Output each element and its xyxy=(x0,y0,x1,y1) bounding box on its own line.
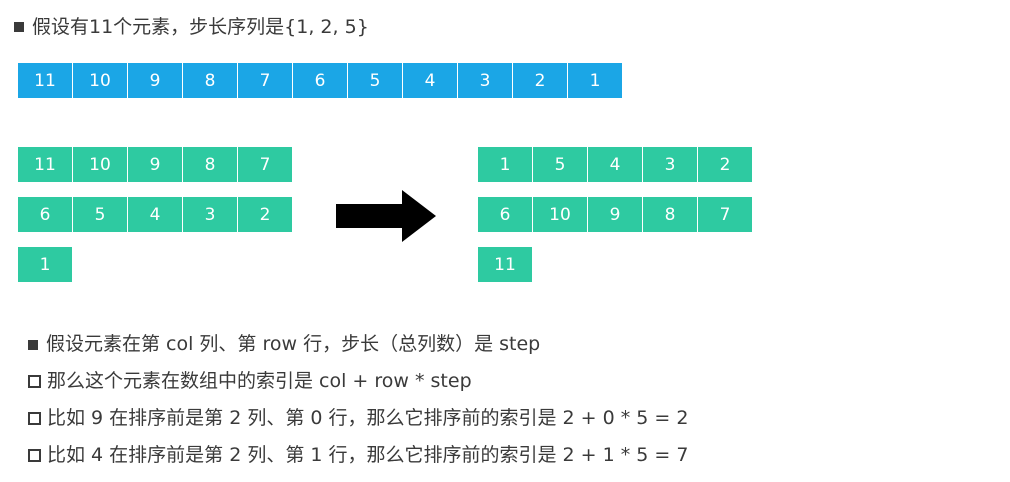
grid-cell: 4 xyxy=(128,197,182,232)
right-arrow-icon xyxy=(336,190,436,242)
bullet-hollow-square-icon xyxy=(28,375,41,388)
before-row-1: 6 5 4 3 2 xyxy=(18,197,293,232)
grid-cell: 3 xyxy=(643,147,697,182)
sequence-cell: 10 xyxy=(73,63,127,98)
sequence-cell: 7 xyxy=(238,63,292,98)
sequence-cell: 4 xyxy=(403,63,457,98)
sequence-cell: 2 xyxy=(513,63,567,98)
grid-cell: 3 xyxy=(183,197,237,232)
sequence-cell: 5 xyxy=(348,63,402,98)
grid-cell: 5 xyxy=(73,197,127,232)
note-text: 比如 4 在排序前是第 2 列、第 1 行，那么它排序前的索引是 2 + 1 *… xyxy=(47,444,689,466)
grid-cell: 7 xyxy=(698,197,752,232)
sequence-cell: 9 xyxy=(128,63,182,98)
grid-cell: 4 xyxy=(588,147,642,182)
grid-cell: 9 xyxy=(588,197,642,232)
sequence-cell: 8 xyxy=(183,63,237,98)
after-row-0: 1 5 4 3 2 xyxy=(478,147,753,182)
grid-cell: 10 xyxy=(73,147,127,182)
grid-cell: 1 xyxy=(18,247,72,282)
before-row-0: 11 10 9 8 7 xyxy=(18,147,293,182)
note-item: 比如 9 在排序前是第 2 列、第 0 行，那么它排序前的索引是 2 + 0 *… xyxy=(28,400,688,437)
note-item: 那么这个元素在数组中的索引是 col + row * step xyxy=(28,363,688,400)
note-item: 假设元素在第 col 列、第 row 行，步长（总列数）是 step xyxy=(28,326,688,363)
sequence-cell: 1 xyxy=(568,63,622,98)
grid-cell: 10 xyxy=(533,197,587,232)
note-text: 比如 9 在排序前是第 2 列、第 0 行，那么它排序前的索引是 2 + 0 *… xyxy=(47,407,689,429)
note-text: 假设元素在第 col 列、第 row 行，步长（总列数）是 step xyxy=(46,333,541,355)
grid-cell: 6 xyxy=(478,197,532,232)
grid-cell: 7 xyxy=(238,147,292,182)
grid-cell: 6 xyxy=(18,197,72,232)
after-row-2: 11 xyxy=(478,247,533,282)
after-row-1: 6 10 9 8 7 xyxy=(478,197,753,232)
bullet-hollow-square-icon xyxy=(28,449,41,462)
page-title: 假设有11个元素，步长序列是{1, 2, 5} xyxy=(14,14,369,40)
note-item: 比如 4 在排序前是第 2 列、第 1 行，那么它排序前的索引是 2 + 1 *… xyxy=(28,437,688,474)
sequence-cell: 6 xyxy=(293,63,347,98)
grid-cell: 11 xyxy=(18,147,72,182)
grid-cell: 2 xyxy=(698,147,752,182)
note-text: 那么这个元素在数组中的索引是 col + row * step xyxy=(47,370,472,392)
sequence-row: 11 10 9 8 7 6 5 4 3 2 1 xyxy=(18,63,623,98)
title-text: 假设有11个元素，步长序列是{1, 2, 5} xyxy=(32,16,369,38)
sequence-cell: 3 xyxy=(458,63,512,98)
grid-cell: 11 xyxy=(478,247,532,282)
grid-cell: 5 xyxy=(533,147,587,182)
before-row-2: 1 xyxy=(18,247,73,282)
grid-cell: 8 xyxy=(643,197,697,232)
notes-list: 假设元素在第 col 列、第 row 行，步长（总列数）是 step 那么这个元… xyxy=(28,326,688,474)
grid-cell: 9 xyxy=(128,147,182,182)
bullet-square-icon xyxy=(14,22,24,32)
bullet-square-icon xyxy=(28,339,38,350)
sequence-cell: 11 xyxy=(18,63,72,98)
bullet-hollow-square-icon xyxy=(28,412,41,425)
grid-cell: 2 xyxy=(238,197,292,232)
grid-cell: 8 xyxy=(183,147,237,182)
grid-cell: 1 xyxy=(478,147,532,182)
